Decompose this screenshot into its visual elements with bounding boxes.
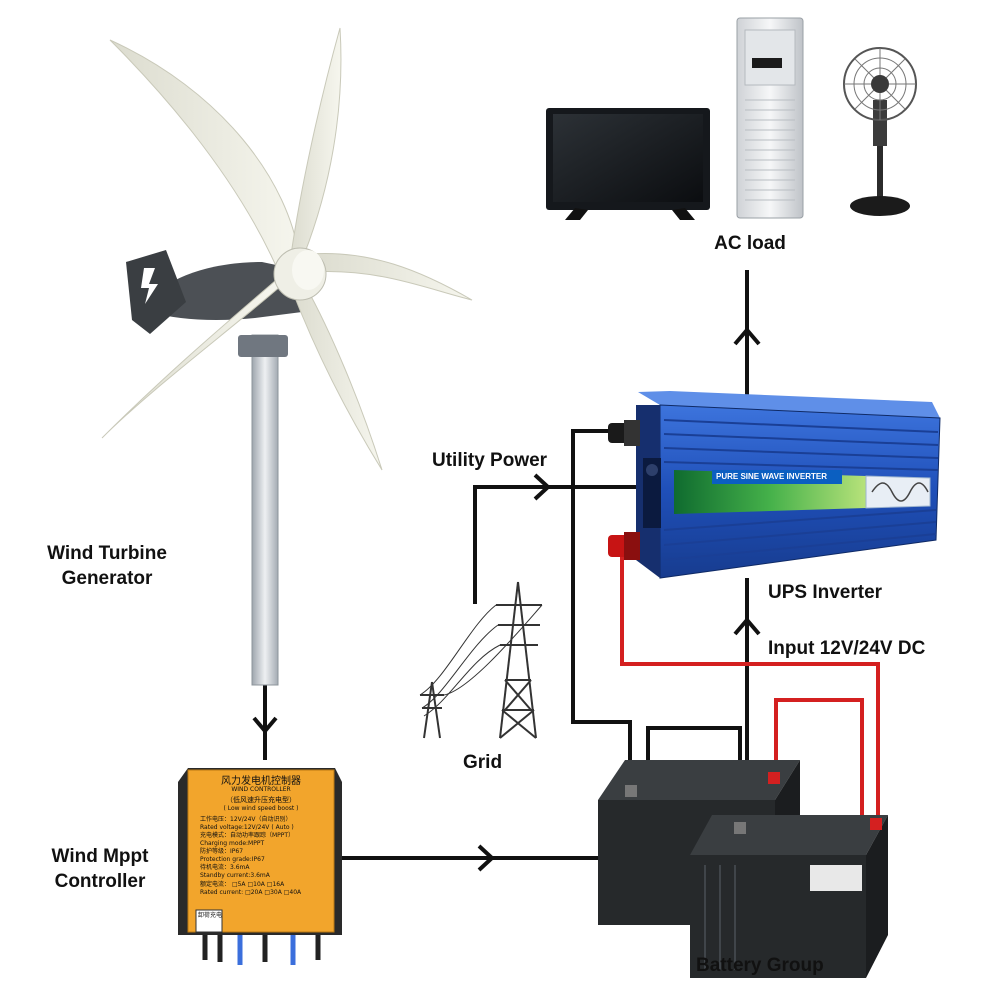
controller-spec-line: Charging mode:MPPT — [200, 840, 265, 847]
controller-current-row2: Rated current: □20A □30A □40A — [200, 889, 301, 897]
wind-turbine-image — [101, 27, 473, 686]
current-option: □10A — [247, 881, 265, 888]
tv-image — [546, 108, 710, 220]
controller-title-cn: 风力发电机控制器 — [221, 776, 301, 787]
grid-label: Grid — [463, 752, 503, 773]
battery-front-image — [690, 815, 888, 978]
wind-controller-image — [178, 768, 342, 965]
wind-mppt-label-line2: Controller — [54, 871, 146, 892]
ac-load-label: AC load — [714, 233, 786, 254]
controller-spec-line: 防护等级：IP67 — [200, 848, 244, 855]
current-option: □5A — [231, 881, 246, 888]
ups-inverter-label: UPS Inverter — [768, 582, 883, 603]
controller-subtitle-cn: （低风速升压充电型） — [226, 796, 296, 804]
air-conditioner-image — [736, 17, 804, 219]
fan-image — [843, 47, 917, 216]
current-option: □20A — [245, 889, 263, 896]
ups-inverter-image — [608, 391, 941, 579]
controller-spec-line: Rated voltage:12V/24V ( Auto ) — [200, 824, 294, 831]
controller-subtitle-en: ( Low wind speed boost ) — [223, 805, 299, 812]
current-option: □40A — [283, 889, 302, 896]
controller-current-row1: 额定电流： □5A □10A □16A — [200, 881, 301, 889]
controller-current-block: 额定电流： □5A □10A □16A Rated current: □20A … — [200, 881, 301, 897]
wind-turbine-label: Wind Turbine Generator — [22, 541, 192, 591]
controller-spec-line: 充电模式：自动功率跟踪（MPPT） — [200, 832, 295, 839]
wind-turbine-label-line1: Wind Turbine — [47, 543, 167, 564]
controller-spec-block: 工作电压：12V/24V（自动识别） Rated voltage:12V/24V… — [200, 816, 294, 880]
current-option: □30A — [264, 889, 282, 896]
controller-spec-line: 待机电流：3.6mA — [200, 864, 250, 871]
battery-group-label: Battery Group — [696, 955, 824, 976]
controller-spec-line: Protection grade:IP67 — [200, 856, 265, 863]
wind-mppt-label: Wind Mppt Controller — [30, 844, 170, 894]
controller-title-en: WIND CONTROLLER — [231, 786, 291, 793]
controller-terminal-label: 卸荷 — [198, 912, 211, 919]
rated-current-cn: 额定电流： — [200, 881, 231, 888]
controller-spec-line: 工作电压：12V/24V（自动识别） — [200, 816, 292, 823]
current-option: □16A — [266, 881, 285, 888]
controller-terminal-label: 充电 — [210, 912, 223, 919]
utility-power-label: Utility Power — [432, 450, 548, 471]
controller-spec-line: Standby current:3.6mA — [200, 872, 270, 879]
inverter-banner-text: PURE SINE WAVE INVERTER — [716, 472, 827, 481]
wind-mppt-label-line1: Wind Mppt — [51, 846, 149, 867]
grid-tower-image — [419, 581, 543, 739]
wires — [252, 270, 880, 872]
wind-turbine-label-line2: Generator — [61, 568, 153, 589]
rated-current-en: Rated current: — [200, 889, 244, 896]
input-dc-label: Input 12V/24V DC — [768, 638, 926, 659]
